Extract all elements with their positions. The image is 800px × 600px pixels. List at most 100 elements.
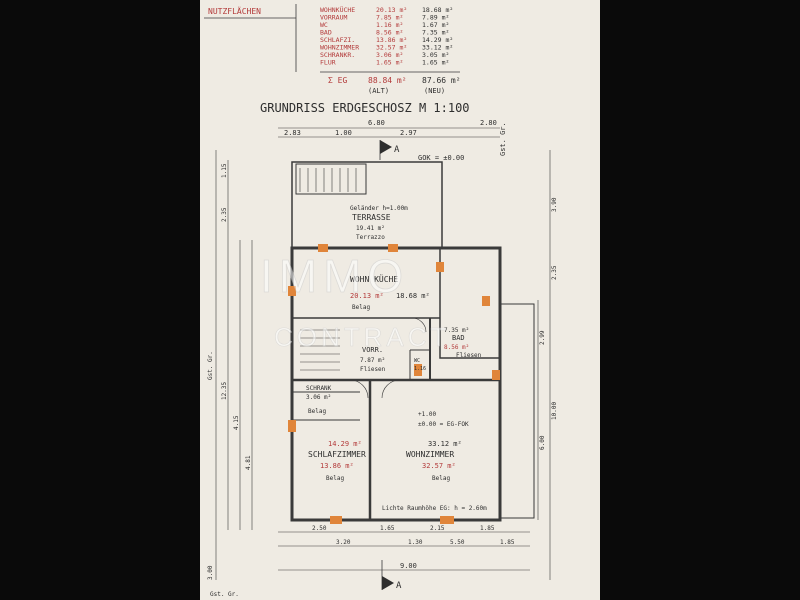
gok-label: GOK = ±0.00: [418, 154, 464, 162]
table-row-label: WC: [320, 21, 328, 29]
egfok-label: ±0.00 = EG-FOK: [418, 421, 469, 428]
table-row-neu: 3.05 m²: [422, 51, 449, 59]
dim-right-d: 10.00: [551, 402, 558, 420]
dim-bottom-a: 3.20: [336, 539, 351, 546]
dim-right-b: 2.35: [551, 265, 558, 280]
table-row-label: SCHRANKR.: [320, 51, 355, 59]
dim-bottom-b: 5.50: [450, 539, 465, 546]
table-row-label: FLUR: [320, 59, 336, 67]
room-terrasse-note: Terrazzo: [356, 234, 385, 241]
dim-bottom-d: 1.85: [480, 525, 495, 532]
table-row-alt: 3.06 m²: [376, 51, 403, 59]
room-wc-area: 1.16: [414, 366, 426, 372]
room-vorr-area: 7.87 m²: [360, 357, 385, 364]
room-kueche-name: WOHN KÜCHE: [350, 274, 398, 284]
dim-bottom-c: 1.30: [408, 539, 423, 546]
left-dimensions: 1.15 2.35 4.15 12.35 4.81 Gst. Gr. 3.00: [207, 150, 253, 580]
dim-terr-a: 2.50: [312, 525, 327, 532]
dim-right-a: 3.90: [551, 197, 558, 212]
table-row-label: WOHNKÜCHE: [320, 5, 355, 14]
room-wohn-note: Belag: [432, 475, 450, 482]
dim-bottom-side: 3.00: [207, 565, 214, 580]
room-wohn-name: WOHNZIMMER: [406, 450, 454, 459]
table-row-alt: 8.56 m²: [376, 29, 403, 37]
building-walls: [288, 161, 535, 524]
dim-bottom-total: 9.00: [400, 562, 417, 570]
table-row-alt: 32.57 m²: [376, 44, 407, 52]
dim-top-b: 1.00: [335, 129, 352, 137]
table-row-label: BAD: [320, 29, 332, 37]
table-row-label: WOHNZIMMER: [320, 44, 359, 52]
room-height-label: Lichte Raumhöhe EG: h = 2.60m: [382, 505, 487, 512]
dim-left-b: 2.35: [221, 207, 228, 222]
table-row-neu: 7.89 m²: [422, 14, 449, 22]
table-row-label: SCHLAFZI.: [320, 36, 355, 44]
table-row-neu: 14.29 m²: [422, 36, 453, 44]
room-kueche-note: Belag: [352, 304, 370, 311]
room-vorr-note: Fliesen: [360, 366, 386, 373]
table-sum-neu: 87.66 m²: [422, 76, 461, 85]
dim-left-c: 4.15: [233, 415, 240, 430]
table-col-alt: (ALT): [368, 87, 389, 95]
dim-terr-c: 2.15: [430, 525, 445, 532]
room-vorr-name: VORR.: [362, 346, 383, 354]
room-schlaf-area-alt: 13.86 m²: [320, 462, 354, 470]
dim-left-e: 4.81: [245, 455, 252, 470]
table-row-neu: 1.65 m²: [422, 59, 449, 67]
dim-top-a: 2.83: [284, 129, 301, 137]
table-row-label: VORRAUM: [320, 14, 347, 22]
table-row-alt: 7.85 m²: [376, 14, 403, 22]
floor-plan-drawing: NUTZFLÄCHEN WOHNKÜCHE 20.13 m² 18.68 m² VOR…: [200, 0, 600, 600]
room-schlaf-name: SCHLAFZIMMER: [308, 450, 366, 459]
room-wc-name: WC: [414, 358, 420, 364]
room-schlaf-area-neu: 14.29 m²: [328, 440, 362, 448]
dim-top-total: 6.80: [368, 119, 385, 127]
dim-left-a: 1.15: [221, 163, 228, 178]
room-schrank-area: 3.06 m²: [306, 394, 331, 401]
dim-top-right: 2.80: [480, 119, 497, 127]
table-col-neu: (NEU): [424, 87, 445, 95]
table-row-alt: 20.13 m²: [376, 6, 407, 14]
room-terrasse-area: 19.41 m²: [356, 225, 385, 232]
level-label: +1.00: [418, 411, 436, 418]
room-schrank-name: SCHRANK: [306, 385, 332, 392]
section-marker-top-label: A: [394, 145, 400, 155]
table-header: NUTZFLÄCHEN: [208, 6, 261, 16]
room-schrank-note: Belag: [308, 408, 326, 415]
room-wohn-area-alt: 32.57 m²: [422, 462, 456, 470]
room-bad-name: BAD: [452, 334, 465, 342]
section-marker-top: A: [379, 140, 400, 160]
floor-plan-sheet: NUTZFLÄCHEN WOHNKÜCHE 20.13 m² 18.68 m² VOR…: [200, 0, 600, 600]
watermark-line1: IMMO: [260, 250, 409, 302]
room-bad-area-neu: 7.35 m²: [444, 327, 469, 334]
section-marker-bottom-label: A: [396, 581, 402, 591]
watermark: IMMO CONTRACT: [260, 250, 450, 353]
dim-top-c: 2.97: [400, 129, 417, 137]
plan-title: GRUNDRISS ERDGESCHOSZ M 1:100: [260, 101, 470, 115]
room-wohn-area-neu: 33.12 m²: [428, 440, 462, 448]
room-kueche-area-alt: 20.13 m²: [350, 292, 384, 300]
watermark-line2: CONTRACT: [274, 322, 450, 352]
dim-right-e: 6.00: [539, 435, 546, 450]
room-bad-area-alt: 8.56 m²: [444, 344, 469, 351]
table-row-neu: 1.67 m²: [422, 21, 449, 29]
table-row-neu: 33.12 m²: [422, 44, 453, 52]
railing-label: Geländer h=1.00m: [350, 205, 408, 212]
room-labels: TERRASSE 19.41 m² Terrazzo Geländer h=1.…: [306, 205, 487, 512]
dim-left-d: 12.35: [221, 382, 228, 400]
room-kueche-area-neu: 18.68 m²: [396, 292, 430, 300]
section-marker-bottom: A: [381, 560, 402, 591]
room-schlaf-note: Belag: [326, 475, 344, 482]
table-row-alt: 13.86 m²: [376, 36, 407, 44]
table-row-alt: 1.16 m²: [376, 21, 403, 29]
table-sum-label: Σ EG: [328, 76, 347, 85]
dim-right-c: 2.99: [539, 330, 546, 345]
table-sum-alt: 88.84 m²: [368, 76, 407, 85]
table-row-neu: 7.35 m²: [422, 29, 449, 37]
room-bad-note: Fliesen: [456, 352, 482, 359]
gst-top-label: Gst. Gr.: [499, 122, 507, 156]
bottom-dimensions: 2.50 3.20 1.65 2.15 5.50 1.30 1.85 1.85 …: [210, 525, 530, 598]
gst-bottom-label: Gst. Gr.: [210, 591, 239, 598]
